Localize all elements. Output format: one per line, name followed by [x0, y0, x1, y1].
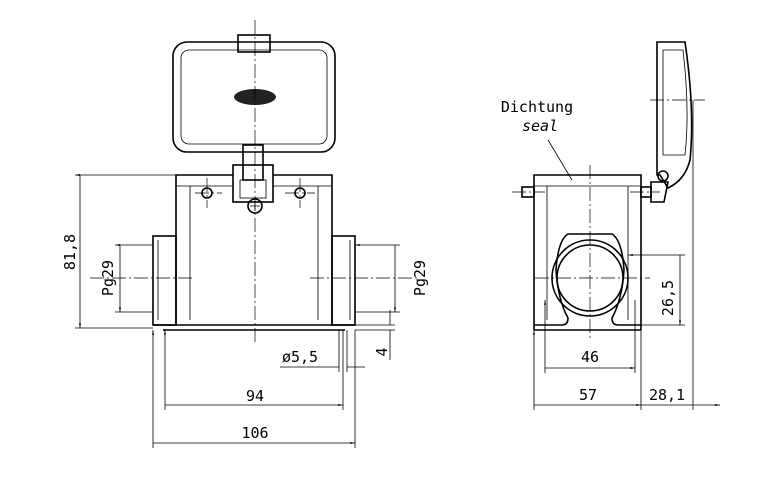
dim-base: 4 — [373, 347, 391, 356]
hinge-front — [232, 144, 274, 214]
lid-front — [172, 34, 336, 153]
front-dimensions — [75, 175, 400, 448]
dim-opening: 46 — [581, 348, 599, 366]
dim-center-height: 26,5 — [659, 280, 677, 316]
lid-side — [650, 41, 693, 203]
dim-thread-right: Pg29 — [411, 260, 429, 296]
dim-height: 81,8 — [61, 234, 79, 270]
seal-label-en: seal — [522, 117, 558, 135]
dim-depth: 57 — [579, 386, 597, 404]
housing-side — [521, 174, 652, 331]
side-dimensions — [534, 100, 720, 410]
dim-hole-spacing: 94 — [246, 387, 264, 405]
dim-thread-left: Pg29 — [99, 260, 117, 296]
seal-label-de: Dichtung — [501, 98, 573, 116]
dim-width: 106 — [241, 424, 268, 442]
side-view: Dichtung seal 46 57 28,1 26,5 — [501, 41, 720, 410]
front-view: 81,8 Pg29 Pg29 ø5,5 4 94 106 — [61, 20, 429, 448]
dim-hole: ø5,5 — [282, 348, 318, 366]
dim-lid: 28,1 — [649, 386, 685, 404]
